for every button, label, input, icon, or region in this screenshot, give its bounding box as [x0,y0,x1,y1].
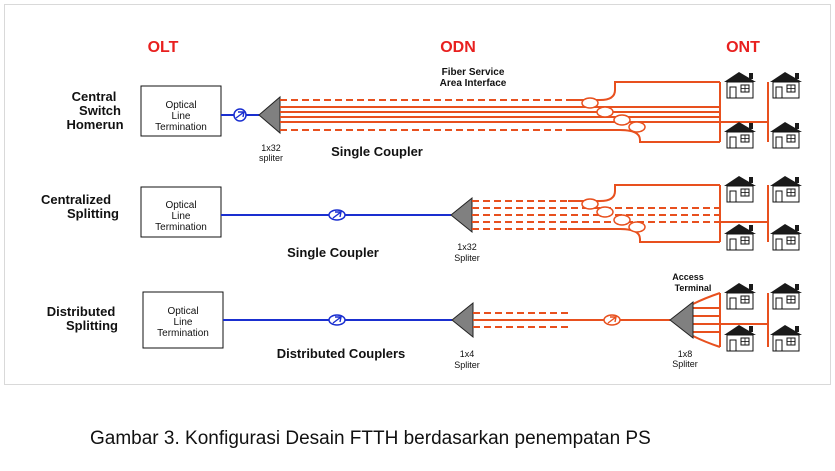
olt-box-line2: Line [172,211,191,222]
connector-icon [233,108,247,122]
fiber-connectors [581,198,646,233]
fiber-connector [603,314,621,326]
splitter-label-line2: Spliter [454,360,480,370]
fsai-label-line2: Area Interface [440,78,507,89]
house-icon [770,72,802,99]
house-icon [770,224,802,251]
access-terminal-line2: Terminal [675,283,712,293]
olt-box-line1: Optical [165,200,196,211]
header-ont: ONT [726,39,760,56]
row-label-line1: Centralized [41,192,111,207]
olt-box-line2: Line [172,111,191,122]
access-terminal-line1: Access [672,272,704,282]
house-icon [770,176,802,203]
row-central-switch-homerun: Central Switch Homerun Optical Line Term… [66,72,802,163]
coupler-label: Single Coupler [287,245,379,260]
olt-box [142,291,224,349]
olt-box-line3: Termination [155,222,207,233]
house-icon [770,325,802,352]
splitter-label-line1: 1x32 [457,242,477,252]
connector-icon [328,209,346,221]
coupler-label: Single Coupler [331,144,423,159]
ont-houses [724,72,802,149]
header-odn: ODN [440,39,476,56]
olt-box-line1: Optical [167,306,198,317]
row-label-line2: Switch [79,103,121,118]
access-splitter-icon [669,300,694,340]
olt-box-line2: Line [174,317,193,328]
row-label-line2: Splitting [67,206,119,221]
splitter-icon [450,196,473,234]
row-distributed-splitting: Distributed Splitting Optical Line Termi… [47,272,802,370]
distribution-fibers [473,292,769,348]
ftth-diagram: OLT ODN ONT Fiber Service Area Interface… [41,39,802,370]
distribution-fibers [472,184,769,243]
olt-box-line1: Optical [165,100,196,111]
splitter2-label-line1: 1x8 [678,349,693,359]
fiber-connectors [581,97,646,133]
olt-box-line3: Termination [155,122,207,133]
row-label-line2: Splitting [66,318,118,333]
house-icon [724,224,756,251]
house-icon [724,122,756,149]
house-icon [724,283,756,310]
header-olt: OLT [148,39,179,56]
splitter-icon [451,301,474,339]
fsai-label-line1: Fiber Service [442,67,505,78]
connector-icon [328,314,346,326]
splitter-icon [258,95,281,135]
ont-houses [724,176,802,251]
house-icon [770,283,802,310]
figure-caption: Gambar 3. Konfigurasi Desain FTTH berdas… [90,428,651,449]
row-label-line1: Central [72,89,117,104]
splitter2-label-line2: Spliter [672,359,698,369]
olt-box [140,186,222,238]
olt-box [140,85,222,137]
splitter-label-line1: 1x32 [261,143,281,153]
olt-box-line3: Termination [157,328,209,339]
row-label-line1: Distributed [47,304,116,319]
house-icon [724,72,756,99]
splitter-label-line2: spliter [259,153,283,163]
figure-frame [4,4,831,385]
coupler-label: Distributed Couplers [277,346,406,361]
distribution-fibers [280,81,769,143]
row-label-line3: Homerun [66,117,123,132]
row-centralized-splitting: Centralized Splitting Optical Line Termi… [41,176,802,263]
ont-houses [724,283,802,352]
house-icon [770,122,802,149]
splitter-label-line2: Spliter [454,253,480,263]
splitter-label-line1: 1x4 [460,349,475,359]
house-icon [724,325,756,352]
house-icon [724,176,756,203]
